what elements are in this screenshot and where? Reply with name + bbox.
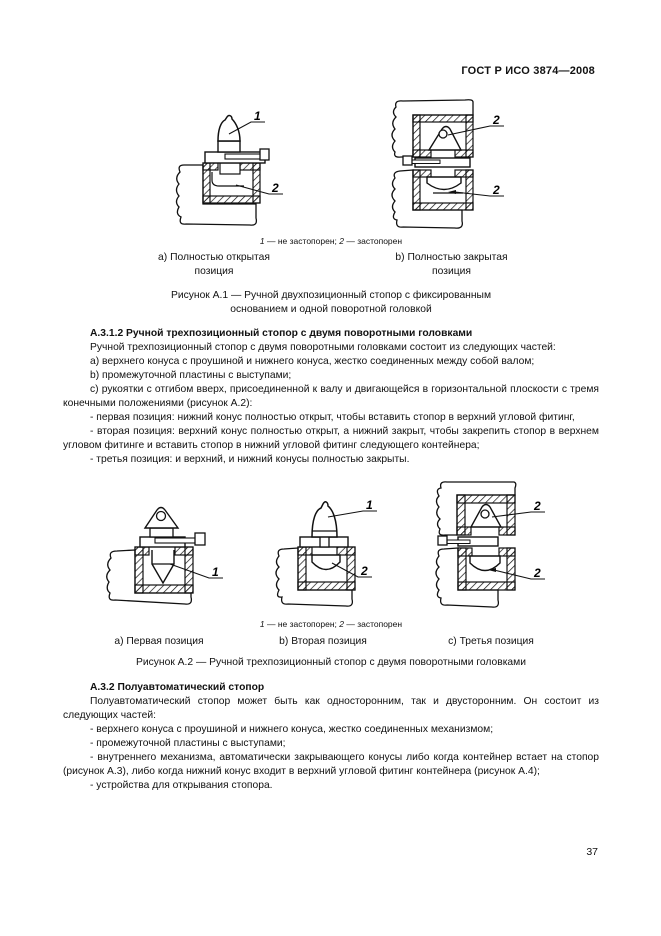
paragraph: - устройства для открывания стопора. (90, 780, 273, 791)
lower-container-wall (391, 169, 463, 229)
callout-label: 2 (360, 564, 368, 578)
section-a32-heading: А.3.2 Полуавтоматический стопор (90, 682, 265, 693)
figure-a1-open-position-drawing: 1 2 (175, 109, 283, 226)
page-header: ГОСТ Р ИСО 3874—2008 (461, 65, 595, 77)
section-a312: А.3.1.2 Ручной трехпозиционный стопор с … (63, 327, 599, 467)
figure-a2-title: Рисунок А.2 — Ручной трехпозиционный сто… (135, 657, 526, 668)
leader-line (493, 569, 545, 580)
paragraph: Полуавтоматический стопор может быть как… (63, 696, 599, 721)
handle-upturn (194, 532, 206, 546)
upper-fitting-box (412, 114, 474, 158)
lower-fitting-box (457, 547, 516, 591)
paragraph: c) рукоятки с отгибом вверх, присоединен… (63, 384, 599, 409)
paragraph: - верхнего конуса с проушиной и нижнего … (90, 724, 494, 735)
callout-label: 2 (492, 113, 500, 127)
container-wall (175, 164, 258, 226)
leader-line (235, 184, 283, 195)
inner-latch (211, 172, 244, 187)
handle-bar (224, 153, 263, 160)
figure-a2-second-position-drawing: 1 2 (275, 498, 377, 607)
figure-a1-title: Рисунок А.1 — Ручной двухпозиционный сто… (170, 290, 492, 315)
callout-label: 2 (492, 183, 500, 197)
callout-label: 1 (366, 498, 373, 512)
leader-line (327, 510, 377, 518)
lower-container-wall (435, 547, 500, 608)
locked-lower-cone (469, 555, 501, 572)
handle-knob (259, 148, 270, 161)
stacker-shank (219, 162, 241, 175)
paragraph: b) промежуточной пластины с выступами; (90, 370, 292, 381)
cone-neck (149, 527, 174, 538)
leader-line (331, 562, 372, 578)
container-wall (275, 547, 354, 607)
section-a32: А.3.2 Полуавтоматический стопор Полуавто… (63, 681, 599, 793)
callout-label: 2 (271, 181, 279, 195)
handle-knob (402, 155, 413, 166)
figure-a2-caption-b: b) Вторая позиция (279, 636, 367, 647)
locked-upper-cone (427, 125, 463, 151)
leader-line (491, 511, 545, 518)
paragraph: - внутреннего механизма, автоматически з… (63, 752, 599, 777)
figure-a1-legend: 1 — не застопорен; 2 — застопорен (259, 236, 403, 246)
figure-a2-third-position-drawing: 2 2 (435, 481, 545, 608)
leader-line (447, 125, 504, 136)
open-lower-cone (151, 550, 175, 585)
handle-knob (437, 535, 448, 546)
paragraph: - вторая позиция: верхний конус полность… (63, 426, 599, 451)
upper-cone (311, 501, 338, 538)
locked-lower-cone (311, 554, 341, 571)
leader-line (454, 191, 504, 197)
paragraph: - первая позиция: нижний конус полностью… (90, 412, 575, 423)
container-wall (106, 549, 193, 605)
figure-a2-legend: 1 — не застопорен; 2 — застопорен (259, 619, 403, 629)
cone-eyelet (155, 510, 167, 522)
cone-eyelet (438, 129, 448, 139)
callout-label: 1 (212, 565, 219, 579)
figure-a2-caption-c: c) Третья позиция (448, 636, 534, 647)
callout-label: 2 (533, 566, 541, 580)
paragraph: - третья позиция: и верхний, и нижний ко… (90, 454, 410, 465)
leader-arrow (488, 568, 496, 572)
figure-a2-first-position-drawing: 1 (106, 506, 223, 605)
paragraph: - промежуточной пластины с выступами; (90, 738, 286, 749)
leader-line (228, 121, 265, 135)
locked-lower-cone (426, 176, 462, 191)
cone-neck (217, 140, 241, 153)
cone-eyelet (480, 509, 490, 519)
lower-fitting-box (412, 169, 474, 211)
section-a312-heading: А.3.1.2 Ручной трехпозиционный стопор с … (90, 328, 473, 339)
handle-bar (154, 537, 198, 544)
paragraph: Ручной трехпозиционный стопор с двумя по… (90, 342, 556, 353)
leader-line (169, 563, 223, 579)
upper-cone (217, 114, 241, 142)
paragraph: a) верхнего конуса с проушиной и нижнего… (90, 356, 535, 367)
leader-arrow (448, 190, 456, 194)
page-number: 37 (586, 846, 598, 858)
upper-container-wall (391, 99, 474, 158)
figure-a2-caption-a: a) Первая позиция (114, 636, 204, 647)
figure-a1-closed-position-drawing: 2 2 (391, 99, 504, 229)
corner-fitting-box (297, 546, 356, 591)
callout-label: 2 (533, 499, 541, 513)
callout-label: 1 (254, 109, 261, 123)
